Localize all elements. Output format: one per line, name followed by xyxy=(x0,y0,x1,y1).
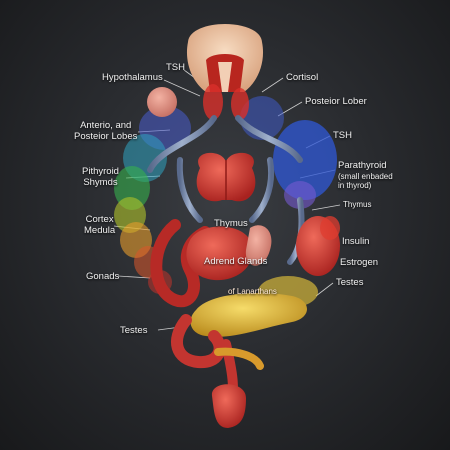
label-gonads: Gonads xyxy=(86,271,120,282)
label-posterior-lobe: Posteior Lober xyxy=(305,96,367,107)
thyroid-gland xyxy=(196,152,256,202)
label-parathyroid: Parathyroid xyxy=(338,160,387,171)
label-anterior-posterior-lobes: Anterio, and Posteior Lobes xyxy=(74,120,138,142)
pancreas xyxy=(190,292,307,337)
label-estrogen: Estrogen xyxy=(340,257,379,268)
thymus-organ xyxy=(245,225,272,266)
label-testes-right: Testes xyxy=(336,277,364,288)
blood-vessels xyxy=(147,115,305,265)
label-thymus-center: Thymus xyxy=(214,218,248,229)
label-insulin: Insulin xyxy=(342,236,370,247)
label-pithyroid-shymds: Pithyroid Shymds xyxy=(82,166,119,188)
label-adrend-glands: Adrend Glands xyxy=(204,256,268,267)
lower-organs xyxy=(171,314,264,428)
adrenal-kidney xyxy=(186,226,253,281)
label-lanarhans: of Lanarthans xyxy=(228,287,277,296)
hormone-particles-left xyxy=(114,106,191,294)
hormone-particles-right xyxy=(240,96,337,209)
label-cortisol: Cortisol xyxy=(286,72,319,83)
red-particles xyxy=(203,84,249,120)
label-hypothalamus: Hypothalamus xyxy=(102,72,163,83)
label-tsh-top: TSH xyxy=(166,62,185,73)
label-thymus-right: Thymus xyxy=(343,200,372,209)
label-cortex-medula: Cortex Medula xyxy=(84,214,116,236)
label-parathyroid-note: (small enbaded in thyrod) xyxy=(338,172,393,190)
pituitary-gland xyxy=(147,87,177,117)
brain xyxy=(186,24,264,92)
label-tsh-right: TSH xyxy=(333,130,352,141)
label-testes-left: Testes xyxy=(120,325,148,336)
